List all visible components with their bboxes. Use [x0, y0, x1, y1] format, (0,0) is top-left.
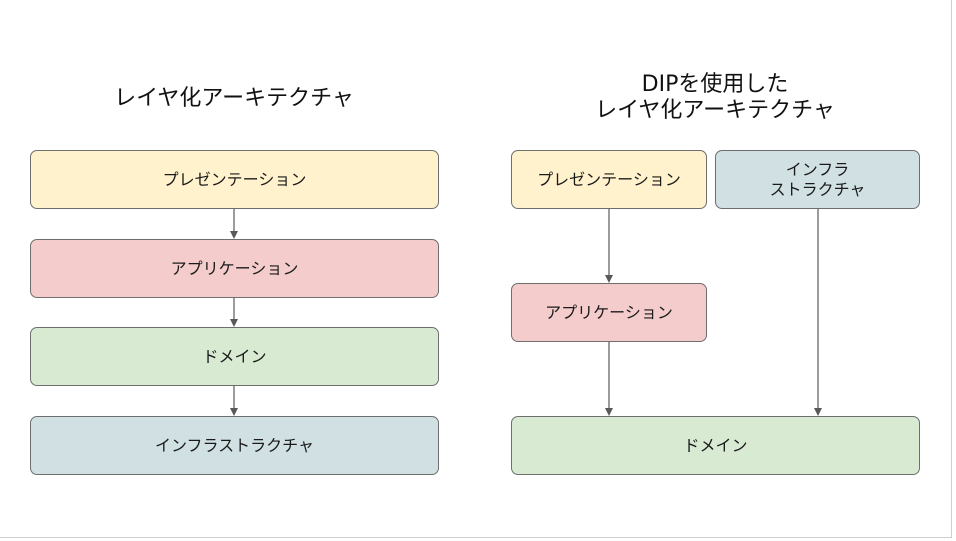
left-infrastructure-layer: インフラストラクチャ: [30, 416, 439, 475]
slide-edge-right: [951, 0, 952, 538]
left-presentation-layer: プレゼンテーション: [30, 150, 439, 209]
arrow-right-application-to-domain: [605, 342, 613, 416]
arrow-right-presentation-to-application: [605, 209, 613, 283]
arrow-left-application-to-domain: [230, 298, 238, 327]
arrow-left-domain-to-infrastructure: [230, 386, 238, 416]
slide-edge-bottom: [0, 537, 952, 538]
arrow-right-infrastructure-to-domain: [814, 209, 822, 416]
left-diagram-title: レイヤ化アーキテクチャ: [114, 86, 354, 111]
arrow-left-presentation-to-application: [230, 209, 238, 239]
right-application-layer: アプリケーション: [511, 283, 707, 342]
right-domain-layer: ドメイン: [511, 416, 920, 475]
left-domain-layer: ドメイン: [30, 327, 439, 386]
right-presentation-layer: プレゼンテーション: [511, 150, 707, 209]
right-infrastructure-layer: インフラ ストラクチャ: [715, 150, 920, 209]
right-diagram-title: DIPを使用した レイヤ化アーキテクチャ: [595, 72, 835, 123]
left-application-layer: アプリケーション: [30, 239, 439, 298]
